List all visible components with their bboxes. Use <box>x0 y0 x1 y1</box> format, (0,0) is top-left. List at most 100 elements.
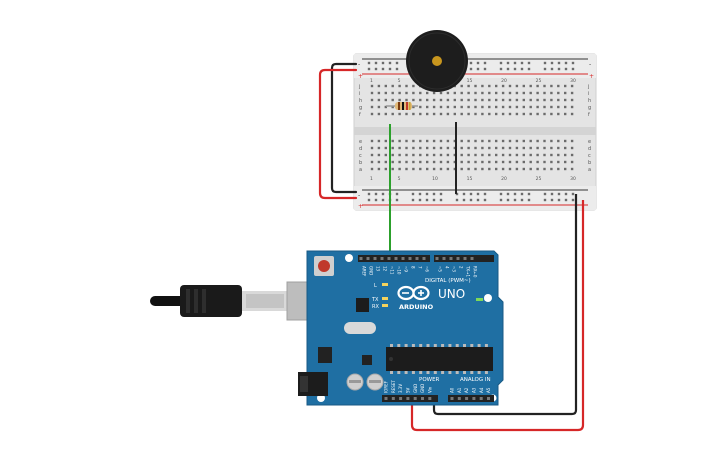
header-pin[interactable] <box>422 257 426 260</box>
breadboard-hole[interactable] <box>467 105 470 109</box>
breadboard-hole[interactable] <box>564 98 567 102</box>
rail-hole[interactable] <box>564 67 568 71</box>
breadboard-hole[interactable] <box>384 167 387 171</box>
breadboard-hole[interactable] <box>453 112 456 116</box>
breadboard-hole[interactable] <box>439 146 443 150</box>
breadboard-hole[interactable] <box>467 167 470 171</box>
breadboard-hole[interactable] <box>515 84 519 88</box>
breadboard-hole[interactable] <box>557 112 560 116</box>
rail-hole[interactable] <box>557 67 561 71</box>
breadboard-hole[interactable] <box>564 146 567 150</box>
breadboard-hole[interactable] <box>460 84 463 88</box>
breadboard-hole[interactable] <box>557 139 560 143</box>
rail-hole[interactable] <box>469 61 473 65</box>
rail-hole[interactable] <box>367 61 371 65</box>
breadboard-hole[interactable] <box>377 167 381 171</box>
breadboard-hole[interactable] <box>536 105 539 109</box>
breadboard-hole[interactable] <box>405 84 408 88</box>
rail-hole[interactable] <box>395 192 399 196</box>
breadboard-hole[interactable] <box>460 139 463 143</box>
breadboard-hole[interactable] <box>515 105 519 109</box>
breadboard-hole[interactable] <box>370 91 374 95</box>
usb-cable[interactable] <box>150 281 314 321</box>
breadboard-hole[interactable] <box>550 105 553 109</box>
breadboard-hole[interactable] <box>391 84 394 88</box>
power-pin[interactable] <box>391 397 395 400</box>
breadboard-hole[interactable] <box>384 146 387 150</box>
breadboard-hole[interactable] <box>370 153 374 157</box>
breadboard-hole[interactable] <box>453 98 456 102</box>
breadboard-hole[interactable] <box>467 84 470 88</box>
breadboard-hole[interactable] <box>543 112 546 116</box>
breadboard-hole[interactable] <box>412 146 415 150</box>
rail-hole[interactable] <box>543 67 547 71</box>
rail-hole[interactable] <box>571 192 575 196</box>
rail-hole[interactable] <box>527 198 531 202</box>
breadboard-hole[interactable] <box>453 146 456 150</box>
header-pin[interactable] <box>456 257 460 260</box>
breadboard-hole[interactable] <box>398 146 401 150</box>
breadboard-hole[interactable] <box>398 167 401 171</box>
breadboard-hole[interactable] <box>405 98 408 102</box>
breadboard-hole[interactable] <box>446 105 450 109</box>
breadboard-hole[interactable] <box>384 112 387 116</box>
breadboard-hole[interactable] <box>557 160 560 164</box>
breadboard-hole[interactable] <box>564 160 567 164</box>
breadboard-hole[interactable] <box>370 160 374 164</box>
rail-hole[interactable] <box>374 192 378 196</box>
breadboard-hole[interactable] <box>412 84 415 88</box>
breadboard-hole[interactable] <box>384 98 387 102</box>
breadboard-hole[interactable] <box>529 139 532 143</box>
breadboard-hole[interactable] <box>439 139 443 143</box>
breadboard-hole[interactable] <box>570 153 574 157</box>
breadboard-hole[interactable] <box>419 112 422 116</box>
breadboard-hole[interactable] <box>398 98 401 102</box>
breadboard-hole[interactable] <box>536 167 539 171</box>
rail-hole[interactable] <box>543 198 547 202</box>
rail-hole[interactable] <box>483 198 487 202</box>
rail-hole[interactable] <box>571 61 575 65</box>
breadboard-hole[interactable] <box>384 153 387 157</box>
breadboard-hole[interactable] <box>508 112 512 116</box>
analog-pin[interactable] <box>465 397 469 400</box>
breadboard-hole[interactable] <box>467 91 470 95</box>
breadboard-hole[interactable] <box>501 91 505 95</box>
breadboard-hole[interactable] <box>426 91 429 95</box>
breadboard-hole[interactable] <box>439 153 443 157</box>
rail-hole[interactable] <box>543 61 547 65</box>
header-pin[interactable] <box>463 257 467 260</box>
breadboard-hole[interactable] <box>522 167 525 171</box>
breadboard-hole[interactable] <box>501 153 505 157</box>
breadboard-hole[interactable] <box>564 105 567 109</box>
breadboard-hole[interactable] <box>529 84 532 88</box>
analog-pin[interactable] <box>472 397 476 400</box>
breadboard-hole[interactable] <box>370 112 374 116</box>
breadboard-hole[interactable] <box>515 112 519 116</box>
breadboard-hole[interactable] <box>446 98 450 102</box>
breadboard-hole[interactable] <box>426 160 429 164</box>
breadboard-hole[interactable] <box>398 139 401 143</box>
breadboard-hole[interactable] <box>508 139 512 143</box>
power-pin[interactable] <box>384 397 388 400</box>
header-pin[interactable] <box>401 257 405 260</box>
breadboard-hole[interactable] <box>570 84 574 88</box>
breadboard-hole[interactable] <box>501 160 505 164</box>
breadboard-hole[interactable] <box>543 98 546 102</box>
breadboard-hole[interactable] <box>550 167 553 171</box>
breadboard-hole[interactable] <box>426 98 429 102</box>
breadboard-hole[interactable] <box>405 146 408 150</box>
breadboard-hole[interactable] <box>536 112 539 116</box>
breadboard-hole[interactable] <box>391 105 394 109</box>
breadboard-hole[interactable] <box>557 98 560 102</box>
breadboard-hole[interactable] <box>391 153 394 157</box>
breadboard-hole[interactable] <box>501 98 505 102</box>
breadboard-hole[interactable] <box>474 84 477 88</box>
breadboard-hole[interactable] <box>439 167 443 171</box>
breadboard-hole[interactable] <box>391 98 394 102</box>
rail-hole[interactable] <box>432 192 436 196</box>
rail-hole[interactable] <box>418 198 422 202</box>
breadboard-hole[interactable] <box>446 160 450 164</box>
breadboard-hole[interactable] <box>481 105 484 109</box>
breadboard-hole[interactable] <box>515 139 519 143</box>
breadboard-hole[interactable] <box>495 139 498 143</box>
